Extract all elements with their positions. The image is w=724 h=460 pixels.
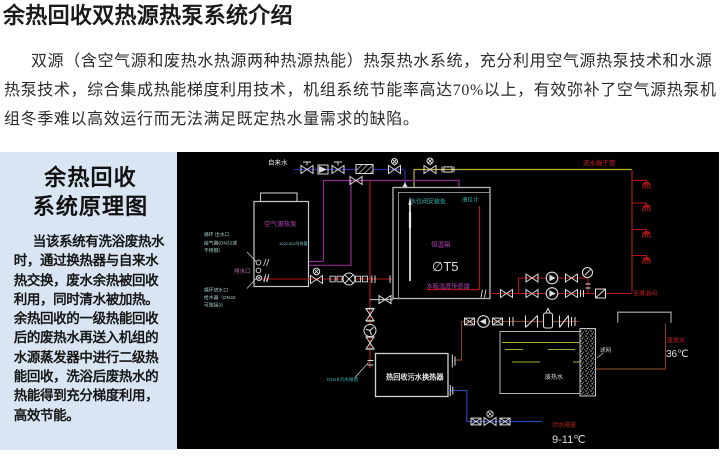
svg-text:空气源热泵: 空气源热泵 bbox=[264, 219, 297, 228]
svg-text:水位阀安装处: 水位阀安装处 bbox=[410, 198, 446, 206]
svg-text:热回收污水换热器: 热回收污水换热器 bbox=[386, 373, 444, 382]
svg-text:36℃: 36℃ bbox=[666, 349, 688, 360]
svg-text:液位计: 液位计 bbox=[462, 196, 479, 204]
svg-text:∅T5: ∅T5 bbox=[432, 259, 459, 274]
svg-text:给气器(DN32或: 给气器(DN32或 bbox=[204, 240, 237, 247]
svg-text:水箱温度传感器: 水箱温度传感器 bbox=[427, 283, 471, 291]
svg-text:废热水: 废热水 bbox=[667, 337, 685, 345]
svg-text:循环进水口: 循环进水口 bbox=[204, 287, 228, 294]
svg-text:恒温箱: 恒温箱 bbox=[431, 240, 451, 249]
svg-text:给水器（DN32: 给水器（DN32 bbox=[204, 294, 236, 301]
svg-text:DN15污水接管: DN15污水接管 bbox=[327, 376, 359, 383]
svg-text:至淋浴间: 至淋浴间 bbox=[633, 290, 657, 298]
svg-text:滤网: 滤网 bbox=[600, 346, 612, 354]
svg-text:污水排放: 污水排放 bbox=[552, 421, 576, 429]
svg-text:排水口: 排水口 bbox=[234, 267, 251, 275]
svg-text:洗水输干管: 洗水输干管 bbox=[583, 158, 616, 167]
svg-text:自来水: 自来水 bbox=[268, 158, 288, 167]
svg-text:废热水: 废热水 bbox=[545, 373, 563, 381]
svg-text:9-11℃: 9-11℃ bbox=[552, 434, 586, 446]
svg-text:不锈钢）: 不锈钢） bbox=[204, 247, 223, 254]
svg-text:可塑接3）: 可塑接3） bbox=[204, 302, 226, 309]
svg-text:循环 出水口: 循环 出水口 bbox=[204, 231, 230, 238]
svg-text:1022,522号排管: 1022,522号排管 bbox=[279, 240, 308, 246]
